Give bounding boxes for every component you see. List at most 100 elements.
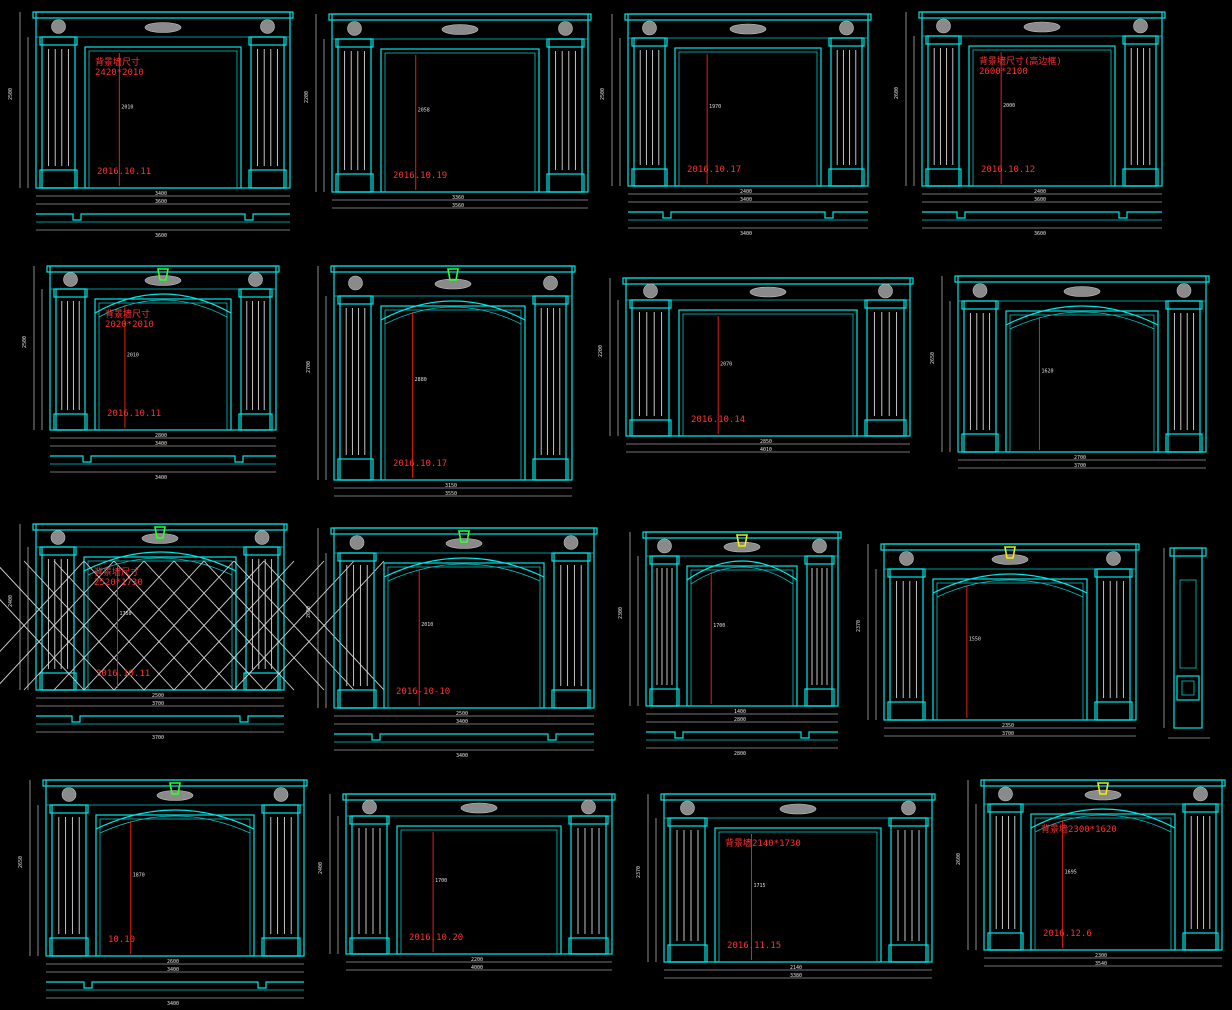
- wall-size-note: 2020*2010: [105, 320, 154, 330]
- drawing-date: 2016-10-10: [396, 687, 450, 697]
- inner-width-label: 2500: [152, 693, 164, 699]
- overall-height-label: 2370: [636, 866, 642, 878]
- drawing-date: 2016.10.17: [393, 459, 447, 469]
- overall-width-label: 3540: [1095, 961, 1107, 967]
- overall-height-label: 2600: [894, 87, 900, 99]
- plan-width-label: 3400: [167, 1001, 179, 1007]
- drawing-date: 2016.10.12: [981, 165, 1035, 175]
- wall-size-note: 背景墙尺寸: [105, 308, 150, 320]
- inner-height-label: 2010: [121, 105, 133, 111]
- plan-width-label: 3700: [152, 735, 164, 741]
- fireplace-elevation-d11: 1700 2300 1400 2800 2800: [618, 531, 842, 757]
- overall-height-label: 2200: [598, 345, 604, 357]
- overall-width-label: 3400: [155, 441, 167, 447]
- plan-width-label: 2800: [734, 751, 746, 757]
- wall-size-note: 背景墙尺寸: [95, 56, 140, 68]
- overall-width-label: 3550: [445, 491, 457, 497]
- wall-size-note: 背景墙尺寸(高边框): [979, 55, 1062, 67]
- inner-width-label: 2700: [1074, 455, 1086, 461]
- overall-height-label: 2370: [856, 620, 862, 632]
- fireplace-elevation-d8: 1620 2650 2700 3700: [930, 275, 1210, 469]
- wall-size-note: 2420*2010: [95, 68, 144, 78]
- overall-width-label: 4010: [760, 447, 772, 453]
- inner-width-label: 2600: [167, 959, 179, 965]
- inner-height-label: 2058: [418, 107, 430, 113]
- overall-height-label: 2400: [8, 595, 14, 607]
- wall-size-note: 背景墙2140*1730: [725, 837, 801, 849]
- overall-height-label: 2400: [318, 862, 324, 874]
- wall-size-note: 背景墙2300*1620: [1041, 823, 1117, 835]
- inner-height-label: 1700: [435, 878, 447, 884]
- overall-width-label: 3700: [152, 701, 164, 707]
- overall-height-label: 2650: [18, 856, 24, 868]
- inner-width-label: 3400: [155, 191, 167, 197]
- overall-width-label: 3700: [1074, 463, 1086, 469]
- drawing-date: 2016.12.6: [1043, 929, 1092, 939]
- inner-width-label: 2300: [1095, 953, 1107, 959]
- drawing-date: 2016.10.11: [97, 167, 151, 177]
- inner-width-label: 2400: [1034, 189, 1046, 195]
- plan-width-label: 3600: [1034, 231, 1046, 237]
- overall-width-label: 3700: [1002, 731, 1014, 737]
- inner-height-label: 1750: [119, 611, 131, 617]
- inner-height-label: 2010: [421, 622, 433, 628]
- wall-size-note: 2520*1730: [94, 578, 143, 588]
- inner-width-label: 2140: [790, 965, 802, 971]
- overall-height-label: 2500: [22, 336, 28, 348]
- inner-height-label: 1620: [1041, 369, 1053, 375]
- side-column-elevation: [1163, 547, 1210, 739]
- overall-height-label: 2700: [306, 361, 312, 373]
- inner-width-label: 1400: [734, 709, 746, 715]
- overall-height-label: 2500: [8, 88, 14, 100]
- overall-width-label: 3560: [452, 203, 464, 209]
- inner-width-label: 2800: [155, 433, 167, 439]
- plan-width-label: 3400: [456, 753, 468, 759]
- plan-width-label: 3400: [155, 475, 167, 481]
- drawing-date: 2016.10.19: [393, 171, 447, 181]
- plan-width-label: 3600: [155, 233, 167, 239]
- inner-width-label: 2850: [760, 439, 772, 445]
- drawing-date: 2016.10.20: [409, 933, 463, 943]
- drawing-date: 2016.10.14: [691, 415, 745, 425]
- overall-height-label: 2500: [600, 88, 606, 100]
- inner-height-label: 2010: [127, 352, 139, 358]
- overall-width-label: 4000: [471, 965, 483, 971]
- inner-height-label: 1700: [713, 623, 725, 629]
- inner-width-label: 2400: [740, 189, 752, 195]
- drawing-date: 10.10: [108, 935, 135, 945]
- inner-height-label: 1715: [754, 883, 766, 889]
- drawing-date: 2016.10.11: [96, 669, 150, 679]
- inner-width-label: 2350: [1002, 723, 1014, 729]
- inner-height-label: 2000: [1003, 103, 1015, 109]
- fireplace-elevation-d4: 2000 背景墙尺寸(高边框)2600*2100 2016.10.12 2600 240…: [894, 11, 1166, 237]
- overall-width-label: 3600: [155, 199, 167, 205]
- overall-width-label: 3380: [790, 973, 802, 979]
- overall-height-label: 2600: [956, 853, 962, 865]
- overall-width-label: 3400: [456, 719, 468, 725]
- overall-height-label: 2600: [306, 606, 312, 618]
- fireplace-elevation-d6: 2880 2016.10.17 2700 3150 3550: [306, 265, 576, 497]
- inner-width-label: 2500: [456, 711, 468, 717]
- wall-size-note: 2600*2100: [979, 67, 1028, 77]
- overall-width-label: 3600: [1034, 197, 1046, 203]
- overall-height-label: 2300: [618, 607, 624, 619]
- overall-height-label: 2200: [304, 91, 310, 103]
- wall-size-note: 背景墙尺寸: [94, 566, 139, 578]
- inner-height-label: 2880: [415, 377, 427, 383]
- overall-width-label: 3400: [740, 197, 752, 203]
- drawing-date: 2016.10.11: [107, 409, 161, 419]
- fireplace-elevation-d10: 2010 2016-10-10 2600 2500 3400 3400: [306, 527, 598, 759]
- overall-height-label: 2650: [930, 352, 936, 364]
- overall-width-label: 2800: [734, 717, 746, 723]
- inner-width-label: 3150: [445, 483, 457, 489]
